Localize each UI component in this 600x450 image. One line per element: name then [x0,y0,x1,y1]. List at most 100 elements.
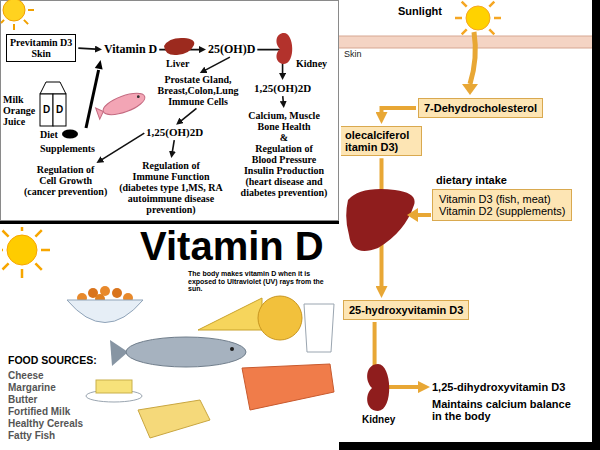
process-box: 7-Dehydrocholesterol [418,98,543,118]
poster-title: Vitamin D [140,226,324,266]
milk-glass [304,304,334,352]
node-text: 1,25(OH)2D [254,82,311,94]
sunlight-arrow [462,32,478,95]
node-text: (diabetes type 1,MS, RA autoimmune disea… [112,182,230,215]
carton-letter: D [43,104,50,115]
cheese-wedge [198,298,262,330]
result-note: Maintains calcium balance in the body [432,398,580,422]
cereal-bowl [67,286,143,323]
butter-dish [86,380,142,402]
node-text: Vitamin D3 (fish, meat) [439,193,565,205]
salmon [95,89,147,121]
node-text: (cancer prevention) [24,186,107,197]
diet-arrow-shaft [86,70,99,128]
food-label: Diet [40,129,58,140]
process-box: 25-hydroxyvitamin D3 [343,300,469,320]
pathway-panel [1,1,339,221]
carton-face [40,94,53,126]
node-text: 7-Dehydrocholesterol [424,102,537,114]
food-item: Fortified Milk [8,406,70,417]
flow-arrow [382,108,417,113]
skin-edge [339,36,592,48]
node-text: Prostate Gland, Breast,Colon,Lung Immune… [150,74,246,107]
node-text: olecalciferol itamin D3) [345,129,417,153]
salmon-body [101,89,148,119]
sun-rays [2,227,50,278]
supplement-pill [62,130,78,139]
process-box: olecalciferol itamin D3) [341,126,422,156]
node-text: Regulation of Immune Function [126,160,216,182]
node-text: Regulation of Blood Pressure Insulin Pro… [243,143,326,176]
node-text: dietary intake [432,174,572,189]
node-text: Vitamin D2 (supplements) [439,205,565,217]
round-cheese [258,296,302,340]
carton-letter: D [56,104,63,115]
intake-box: Vitamin D3 (fish, meat)Vitamin D2 (suppl… [432,189,572,221]
diet-arrow-head [95,60,103,70]
node-text: 1,25(OH)2D [146,126,203,138]
sun [1,0,34,30]
node-text: 1,25-dihydroxyvitamin D3 [432,381,565,393]
flow-arrow [282,96,284,102]
sun-rays [455,2,501,35]
node-text: 25(OH)D [208,43,255,56]
list-heading: FOOD SOURCES: [8,355,97,367]
flow-arrow [205,57,230,70]
milk-carton [40,82,66,126]
organ-label: Kidney [296,58,327,69]
food-item: Margarine [8,382,56,393]
right-panel [339,0,592,442]
result-label: 1,25-dihydroxyvitamin D3 [432,381,565,393]
kidney [277,33,293,64]
pathway-label: Prostate Gland, Breast,Colon,Lung Immune… [150,74,246,107]
pathway-label: Vitamin D [104,43,157,56]
food-item: Cheese [8,370,44,381]
salmon-eye [137,95,141,99]
node-text: 25-hydroxyvitamin D3 [349,304,463,316]
effect-label: Regulation of Immune Function(diabetes t… [112,160,230,215]
sun-disc [3,0,25,21]
skin-box: Previtamin D3Skin [6,34,76,62]
food-label: Milk Orange Juice [3,94,39,127]
salmon-fillet [242,364,334,410]
liver [164,38,194,55]
flow-arrow [172,140,174,152]
bowl [67,300,143,323]
organ-label: Liver [166,58,189,69]
intake-group: dietary intakeVitamin D3 (fish, meat)Vit… [432,174,572,221]
cereal [112,288,122,298]
node-text: Vitamin D [104,43,157,56]
food-label: Supplements [40,143,95,154]
node-text: Calcium, Muscle Bone Health [244,110,324,132]
carton-top [40,82,66,94]
flow-arrow [181,108,196,121]
node-text: Skin [10,48,72,59]
kidney [367,364,389,411]
connectors [78,48,419,387]
food-item: Butter [8,394,37,405]
food-panel [0,224,339,450]
fish-tail [110,340,128,366]
node-text: Previtamin D3 [10,37,72,48]
fish-eye [230,347,234,351]
intake-arrow [407,208,431,222]
carton-side [53,94,66,126]
pathway-label: 25(OH)D [208,43,255,56]
effect-label: Regulation of Cell Growth(cancer prevent… [24,164,107,197]
organ-label: Kidney [362,414,395,425]
skin-band [339,36,592,48]
diet-arrow [86,60,103,128]
flow-arrow [102,133,145,160]
cheese-block [138,400,210,438]
node-text: (heart disease and diabetes prevention) [232,176,336,198]
sun-disc [466,6,490,30]
pathway-label: 1,25(OH)2D [254,82,311,94]
sun-disc [7,235,37,265]
sunlight-arrow-shaft [470,32,475,84]
liver [346,189,414,251]
whole-fish [110,337,246,367]
poster-subtitle: The body makes vitamin D when it is expo… [188,270,336,293]
pathway-label: 1,25(OH)2D [146,126,203,138]
